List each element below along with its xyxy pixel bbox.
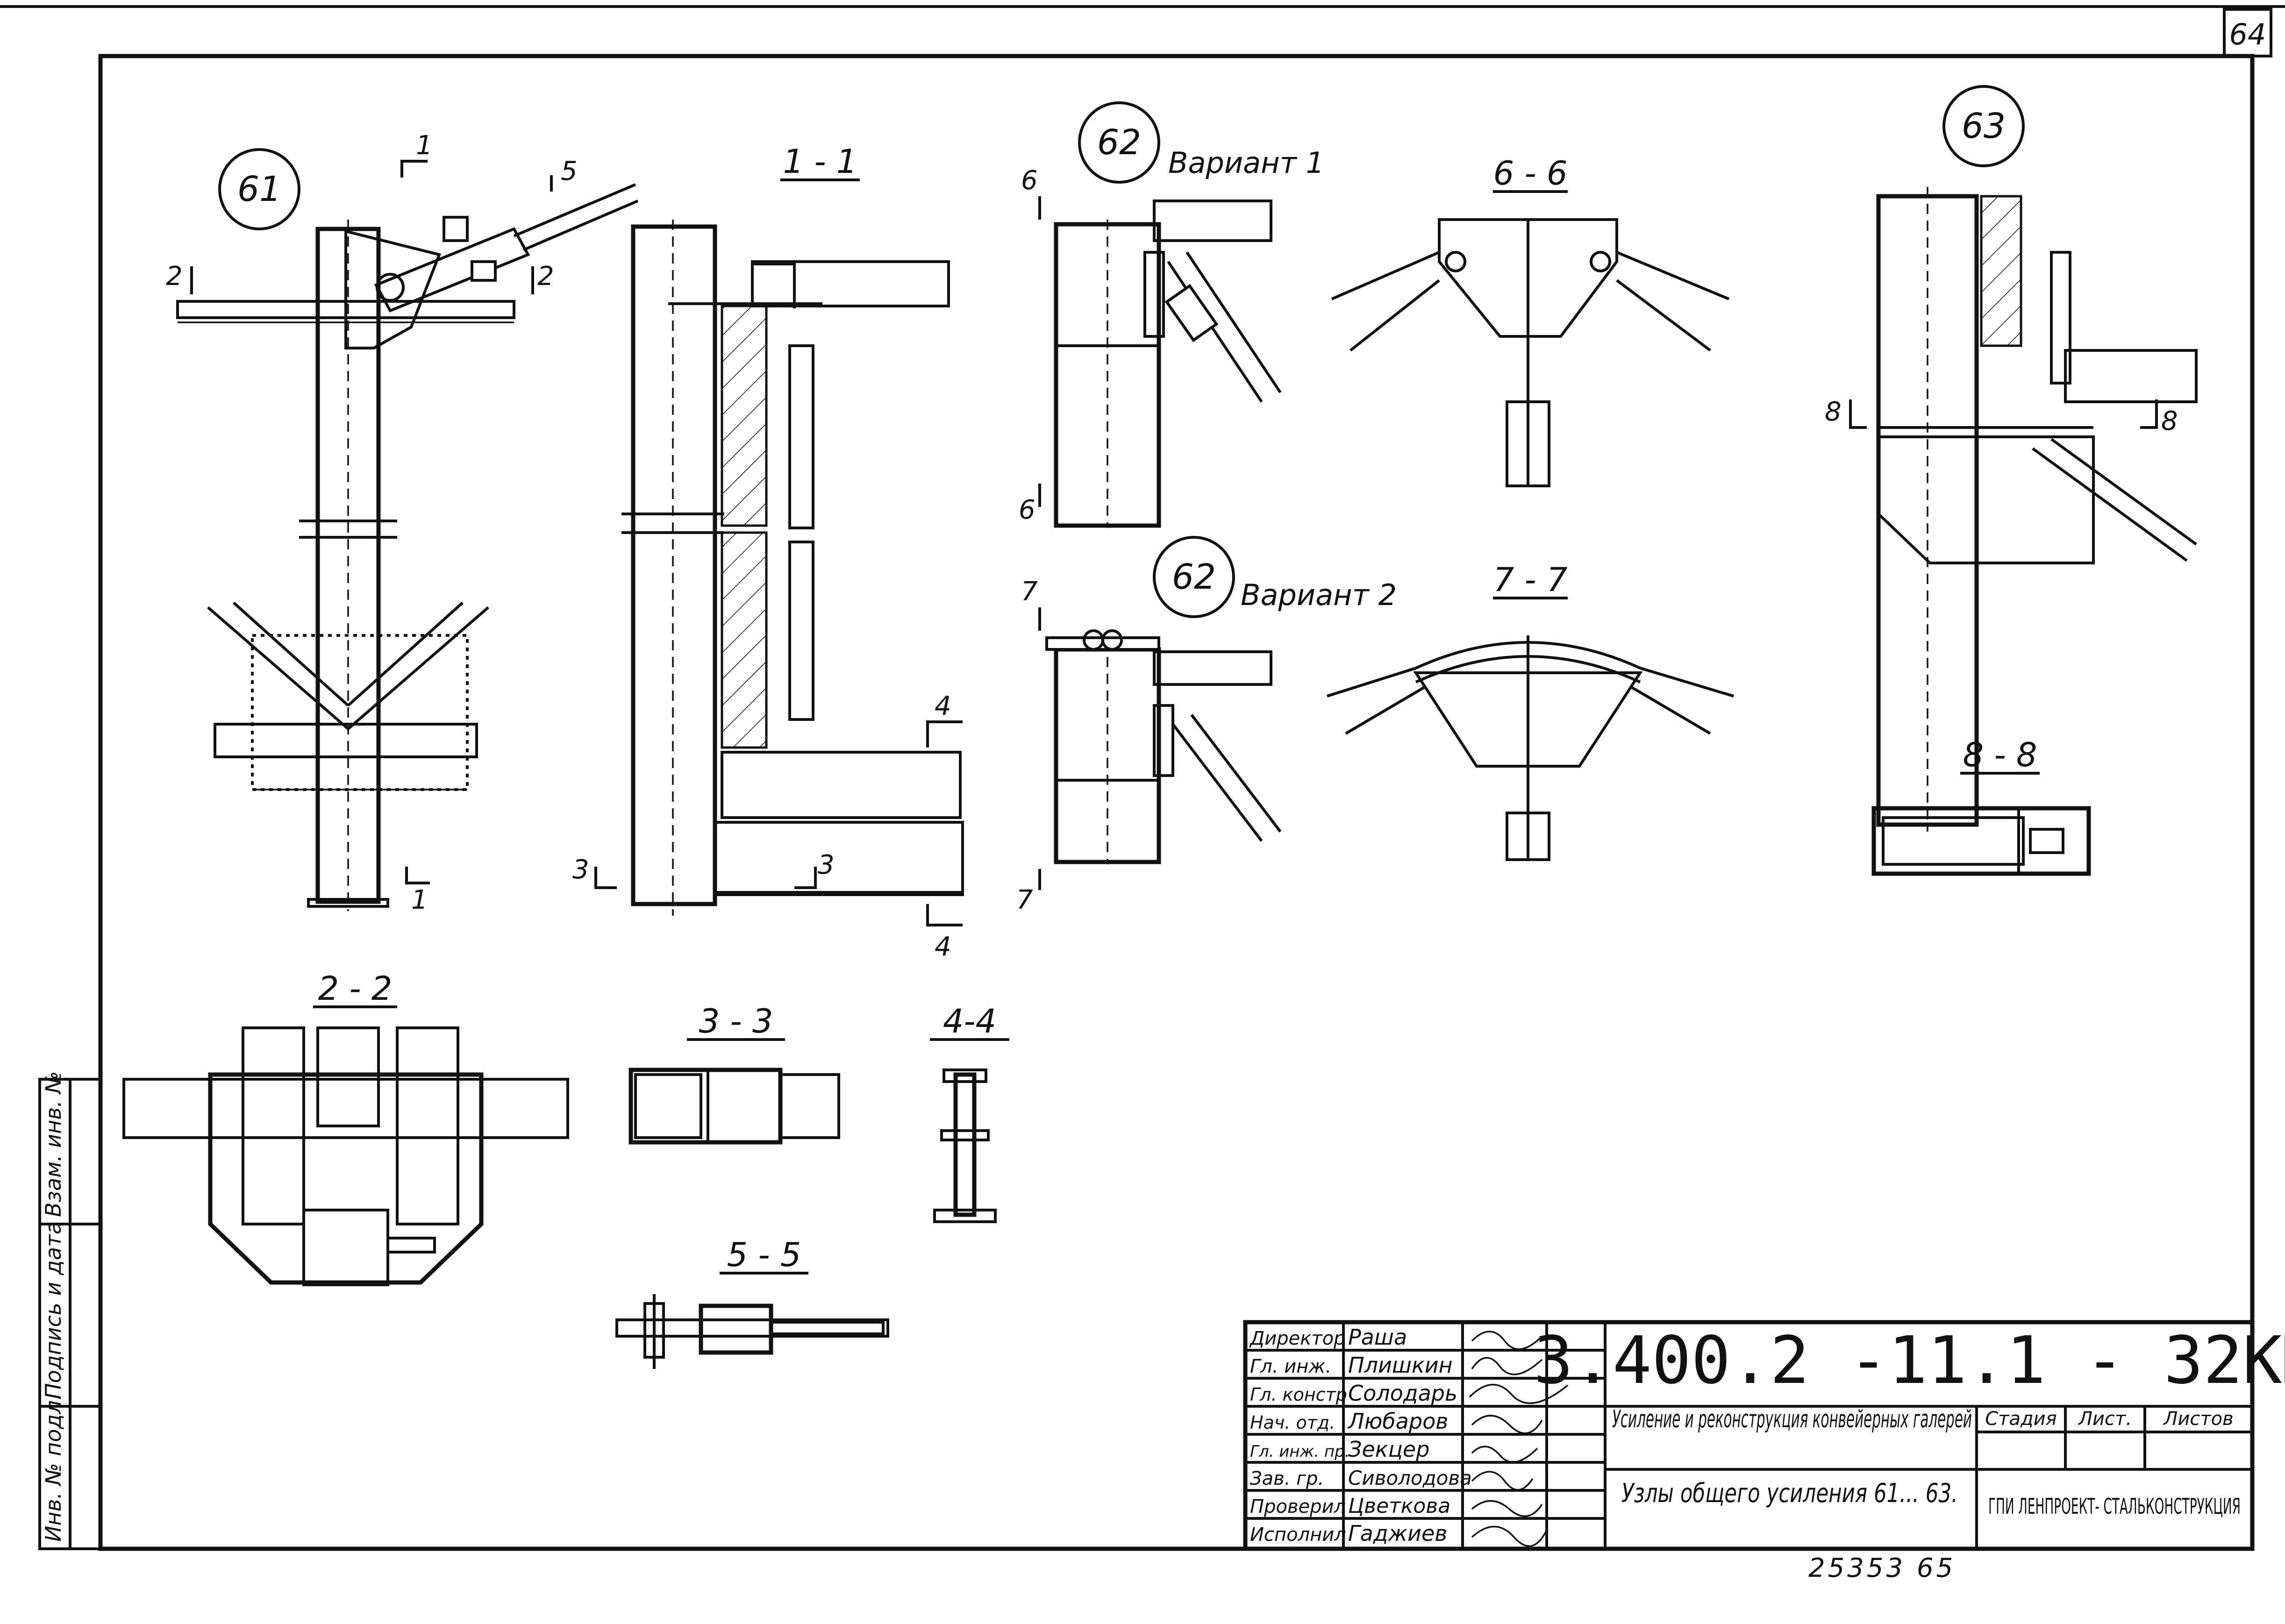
node-61-label: 61 bbox=[237, 169, 281, 209]
side-stamp-sign: Подпись и дата bbox=[41, 1221, 66, 1399]
node-62a-label: 62 bbox=[1097, 122, 1141, 163]
staff-role-3: Нач. отд. bbox=[1250, 1412, 1335, 1433]
cut-6b: 6 bbox=[1019, 495, 1035, 525]
staff-role-7: Исполнил bbox=[1250, 1524, 1346, 1546]
section-1-1-title: 1 - 1 bbox=[783, 142, 857, 181]
cut-8b: 8 bbox=[2161, 406, 2178, 436]
organization: ГПИ ЛЕНПРОЕКТ- СТАЛЬКОНСТРУКЦИЯ bbox=[1988, 1494, 2241, 1519]
side-stamp-inv: Инв. № подл. bbox=[41, 1394, 66, 1542]
side-stamp: Инв. № подл. Подпись и дата Взам. инв. № bbox=[38, 1071, 102, 1550]
cut-6a: 6 bbox=[1021, 165, 1038, 196]
node-62-variant-2-view: 62 Вариант 2 7 7 bbox=[1016, 536, 1397, 915]
section-5-5-view: 5 - 5 bbox=[615, 1236, 889, 1369]
cut-3a: 3 bbox=[572, 855, 589, 885]
staff-role-5: Зав. гр. bbox=[1250, 1468, 1324, 1489]
cut-7b: 7 bbox=[1016, 885, 1033, 915]
staff-role-4: Гл. инж. пр. bbox=[1250, 1442, 1350, 1461]
staff-name-5: Сиволодова bbox=[1348, 1467, 1472, 1489]
node-62-variant-1-view: 62 Вариант 1 6 6 bbox=[1019, 101, 1324, 528]
section-1-1-view: 1 - 1 3 3 4 4 bbox=[572, 142, 964, 962]
section-5-5-title: 5 - 5 bbox=[727, 1236, 801, 1274]
cut-1b: 1 bbox=[411, 885, 428, 915]
cut-4a: 4 bbox=[935, 691, 951, 721]
node-62b-caption: Вариант 2 bbox=[1241, 578, 1397, 612]
cut-2b: 2 bbox=[537, 261, 554, 292]
node-62a-caption: Вариант 1 bbox=[1168, 146, 1324, 180]
staff-name-0: Раша bbox=[1348, 1325, 1407, 1350]
cut-1a: 1 bbox=[416, 130, 433, 161]
section-3-3-view: 3 - 3 bbox=[628, 1002, 840, 1145]
cut-7a: 7 bbox=[1021, 577, 1038, 607]
drawing-title: Узлы общего усиления 61... 63. bbox=[1621, 1478, 1958, 1509]
staff-name-2: Солодарь bbox=[1348, 1381, 1457, 1406]
section-7-7-title: 7 - 7 bbox=[1493, 561, 1568, 599]
drawing-frame: 64 bbox=[0, 5, 2285, 1551]
staff-role-0: Директор bbox=[1249, 1328, 1346, 1349]
staff-name-7: Гаджиев bbox=[1348, 1521, 1447, 1546]
col-sheet: Лист. bbox=[2078, 1408, 2132, 1430]
node-61-view: 61 1 5 2 2 1 bbox=[166, 130, 639, 915]
staff-name-6: Цветкова bbox=[1348, 1494, 1450, 1518]
staff-role-6: Проверил bbox=[1250, 1496, 1346, 1517]
section-8-8-view: 8 - 8 bbox=[1871, 736, 2091, 876]
node-63-view: 63 8 8 bbox=[1825, 85, 2198, 832]
section-4-4-title: 4-4 bbox=[943, 1002, 996, 1040]
col-sheets: Листов bbox=[2163, 1408, 2233, 1430]
section-4-4-view: 4-4 bbox=[930, 1002, 1009, 1223]
section-7-7-view: 7 - 7 bbox=[1327, 561, 1734, 861]
col-stage: Стадия bbox=[1985, 1408, 2056, 1430]
section-2-2-title: 2 - 2 bbox=[318, 969, 393, 1008]
staff-name-4: Зекцер bbox=[1348, 1437, 1429, 1462]
section-6-6-view: 6 - 6 bbox=[1331, 154, 1730, 487]
cut-4b: 4 bbox=[935, 932, 951, 962]
section-3-3-title: 3 - 3 bbox=[699, 1002, 773, 1040]
title-block: Директор Раша Гл. инж. Плишкин Гл. конст… bbox=[1243, 1320, 2285, 1551]
cut-2a: 2 bbox=[166, 261, 183, 292]
signatures bbox=[1469, 1331, 1569, 1547]
project-title: Усиление и реконструкция конвейерных гал… bbox=[1612, 1405, 1972, 1433]
sheet-number: 64 bbox=[2229, 17, 2266, 51]
cut-3b: 3 bbox=[818, 850, 835, 880]
cut-5a: 5 bbox=[561, 156, 578, 186]
section-8-8-title: 8 - 8 bbox=[1963, 736, 2037, 774]
section-2-2-view: 2 - 2 bbox=[122, 969, 569, 1286]
cut-8a: 8 bbox=[1825, 397, 1842, 427]
staff-role-2: Гл. констр bbox=[1250, 1384, 1347, 1405]
staff-name-1: Плишкин bbox=[1348, 1353, 1453, 1378]
staff-role-1: Гл. инж. bbox=[1250, 1356, 1331, 1377]
drawing-code: 3.400.2 -11.1 - 32КМ bbox=[1534, 1323, 2285, 1399]
staff-name-3: Любаров bbox=[1347, 1409, 1448, 1434]
section-6-6-title: 6 - 6 bbox=[1493, 154, 1568, 192]
node-62b-label: 62 bbox=[1172, 557, 1216, 597]
side-stamp-replace: Взам. инв. № bbox=[41, 1071, 66, 1217]
node-63-label: 63 bbox=[1962, 106, 2006, 146]
bottom-number: 25353 65 bbox=[1808, 1553, 1956, 1583]
